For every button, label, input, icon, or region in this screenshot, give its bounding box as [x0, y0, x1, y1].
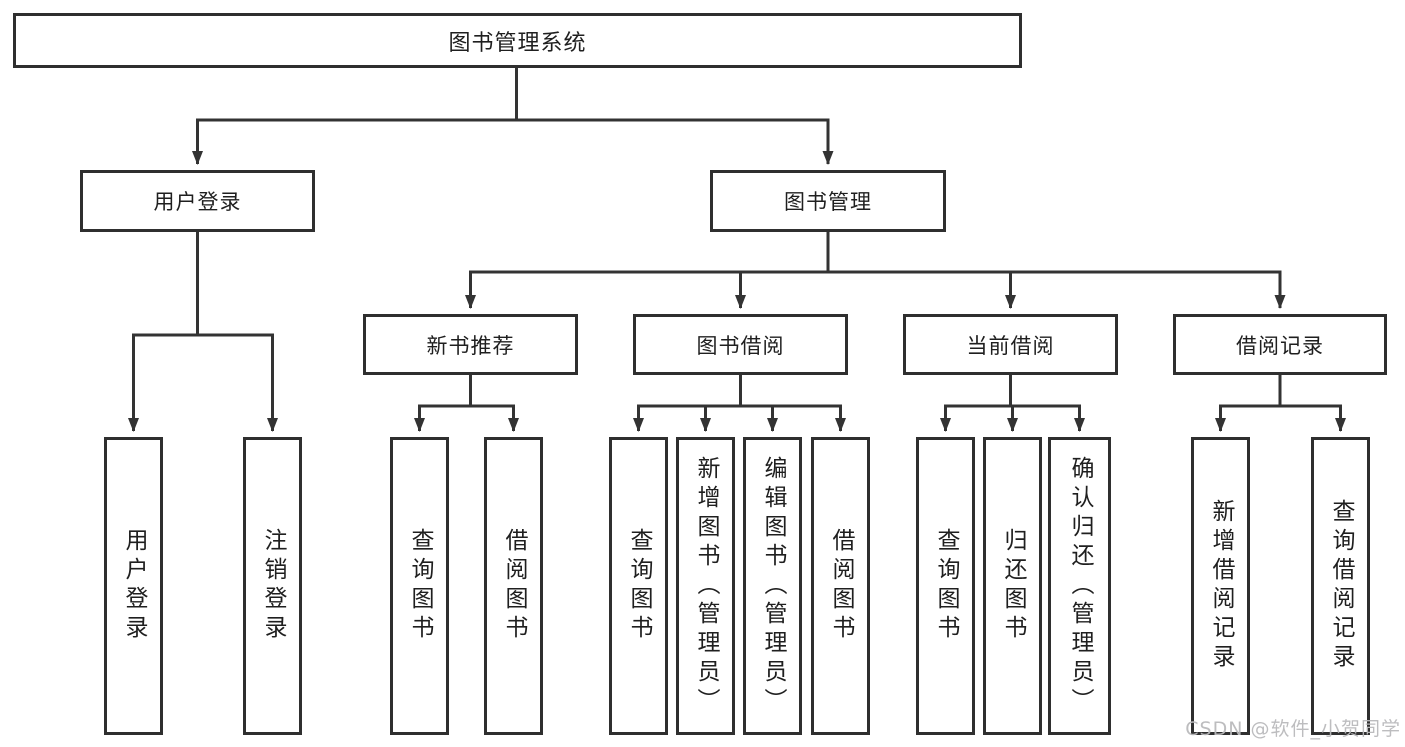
leaf-borrow-books-2: 借阅图书: [811, 437, 870, 735]
leaf-logout: 注销登录: [243, 437, 302, 735]
leaf-edit-books-admin: 编辑图书（管理员）: [743, 437, 802, 735]
leaf-label: 查询图书: [407, 528, 433, 644]
leaf-label: 用户登录: [121, 528, 147, 644]
leaf-borrow-books-1: 借阅图书: [484, 437, 543, 735]
leaf-query-books-3: 查询图书: [916, 437, 975, 735]
leaf-add-borrow-record: 新增借阅记录: [1191, 437, 1250, 735]
leaf-user-login: 用户登录: [104, 437, 163, 735]
leaf-query-books-1: 查询图书: [390, 437, 449, 735]
leaf-label: 确认归还（管理员）: [1067, 455, 1093, 717]
leaf-return-books: 归还图书: [983, 437, 1042, 735]
leaf-add-books-admin: 新增图书（管理员）: [676, 437, 735, 735]
leaf-confirm-return-admin: 确认归还（管理员）: [1048, 437, 1111, 735]
node-new-book-recommend: 新书推荐: [363, 314, 578, 375]
leaf-query-books-2: 查询图书: [609, 437, 668, 735]
leaf-label: 编辑图书（管理员）: [760, 455, 786, 717]
leaf-label: 新增图书（管理员）: [693, 455, 719, 717]
node-borrow-records: 借阅记录: [1173, 314, 1387, 375]
leaf-label: 借阅图书: [501, 528, 527, 644]
node-book-management: 图书管理: [710, 170, 946, 232]
leaf-label: 查询图书: [626, 528, 652, 644]
csdn-watermark: CSDN @软件_小贺同学: [1185, 718, 1401, 740]
leaf-label: 查询借阅记录: [1328, 499, 1354, 673]
node-user-login: 用户登录: [80, 170, 315, 232]
leaf-label: 新增借阅记录: [1208, 499, 1234, 673]
leaf-label: 借阅图书: [828, 528, 854, 644]
leaf-label: 注销登录: [260, 528, 286, 644]
leaf-label: 查询图书: [933, 528, 959, 644]
leaf-query-borrow-record: 查询借阅记录: [1311, 437, 1370, 735]
node-root: 图书管理系统: [13, 13, 1022, 68]
node-book-borrowing: 图书借阅: [633, 314, 848, 375]
node-current-borrowing: 当前借阅: [903, 314, 1118, 375]
leaf-label: 归还图书: [1000, 528, 1026, 644]
